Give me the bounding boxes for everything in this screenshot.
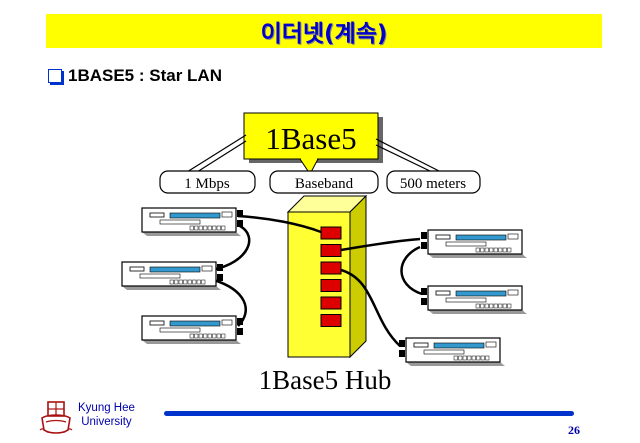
university-name-line1: Kyung Hee bbox=[78, 402, 135, 414]
hub-port-5 bbox=[320, 296, 342, 310]
hub bbox=[286, 194, 368, 359]
hub-port-2 bbox=[320, 244, 342, 257]
station-right-2 bbox=[421, 285, 527, 314]
university-seal-icon bbox=[39, 401, 73, 434]
badge-label: 1Base5 bbox=[265, 121, 356, 156]
square-bullet-icon bbox=[48, 69, 62, 83]
cable-right-bottom bbox=[340, 268, 401, 347]
stations bbox=[121, 207, 527, 366]
hub-port-1 bbox=[320, 226, 342, 240]
station-right-3 bbox=[399, 337, 505, 366]
bullet-text: 1BASE5 : Star LAN bbox=[68, 66, 222, 85]
slide-title: 이더넷(계속) bbox=[260, 21, 388, 47]
university-name: Kyung Hee University bbox=[78, 401, 135, 429]
spec-box-distance bbox=[386, 170, 481, 194]
spec-box-signaling bbox=[269, 170, 379, 194]
bullet-item: 1BASE5 : Star LAN bbox=[48, 66, 222, 86]
hub-port-3 bbox=[320, 261, 342, 275]
station-left-2 bbox=[121, 261, 223, 290]
university-name-line2: University bbox=[81, 416, 132, 428]
callout-pointers bbox=[186, 134, 442, 173]
page-number: 26 bbox=[568, 423, 580, 437]
title-bar: 이더넷(계속) bbox=[46, 14, 602, 48]
footer-divider bbox=[164, 411, 574, 416]
spec-speed: 1 Mbps bbox=[184, 176, 230, 192]
spec-box-speed bbox=[159, 170, 256, 194]
hub-label: 1Base5 Hub bbox=[259, 365, 392, 395]
cable-left-top bbox=[237, 214, 322, 234]
station-left-3 bbox=[141, 315, 243, 344]
hub-port-6 bbox=[320, 314, 342, 327]
hub-port-4 bbox=[320, 279, 342, 292]
spec-boxes: 1 Mbps Baseband 500 meters bbox=[159, 170, 481, 194]
cable-right-chain bbox=[400, 245, 423, 296]
station-left-1 bbox=[141, 207, 243, 236]
spec-signaling: Baseband bbox=[295, 176, 354, 192]
station-right-1 bbox=[421, 229, 527, 258]
cable-right-top bbox=[340, 237, 421, 252]
badge-callout: 1Base5 bbox=[243, 112, 383, 175]
spec-distance: 500 meters bbox=[400, 176, 466, 192]
